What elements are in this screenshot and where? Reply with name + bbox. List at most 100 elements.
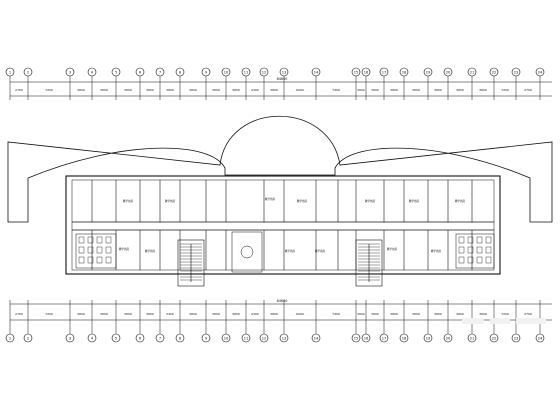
grid-bubble-label: 20	[446, 70, 451, 74]
toilet-fixture	[467, 246, 474, 254]
dimension-value: 6000	[296, 312, 304, 316]
grid-bubble-label: 17	[382, 70, 387, 74]
dimension-value: 3600	[357, 88, 365, 92]
dimension-value: 7200	[45, 88, 53, 92]
room-label: 教学用房	[265, 197, 276, 201]
dimension-value: 3600	[270, 312, 278, 316]
grid-bubble-label: 13	[282, 70, 287, 74]
room-label: 教学用房	[285, 249, 296, 253]
toilet-fixture	[476, 256, 483, 264]
top-dimension-labels: 2700 7200 3600 3600 3600 3600 3600 3600 3600 3600…	[15, 88, 532, 92]
bottom-dimension-labels: 2700 7200 3600 3600 3600 3600 2400 3600 3600 3600…	[15, 312, 532, 316]
grid-bubble-label: 14	[314, 336, 319, 340]
toilet-fixture	[96, 256, 103, 264]
dimension-value: 3600	[189, 88, 197, 92]
grid-bubble	[351, 333, 361, 343]
grid-bubble	[259, 333, 269, 343]
grid-bubble-label: 9	[205, 336, 208, 340]
dimension-value: 3600	[100, 88, 108, 92]
grid-bubble-label: 13	[282, 336, 287, 340]
top-total-dimension: 84600	[277, 77, 288, 81]
toilet-fixture	[458, 246, 465, 254]
room-label: 教学用房	[297, 199, 308, 203]
dimension-value: 3600	[212, 88, 220, 92]
dimension-value: 3600	[124, 312, 132, 316]
dimension-value: 6000	[296, 88, 304, 92]
toilet-fixture	[485, 256, 492, 264]
grid-bubble-label: 4	[91, 336, 94, 340]
grid-bubble	[379, 67, 389, 77]
grid-bubble-label: 4	[91, 70, 94, 74]
dimension-value: 2400	[251, 312, 259, 316]
grid-bubble	[241, 67, 251, 77]
grid-bubble	[135, 333, 145, 343]
grid-bubble	[175, 333, 185, 343]
grid-bubble-label: 24	[538, 70, 543, 74]
room-labels: 教学用房教学用房教学用房教学用房教学用房教学用房教学用房教学用房教学用房教学用房…	[119, 197, 466, 253]
grid-bubble	[489, 333, 499, 343]
dimension-value: 2700	[15, 88, 23, 92]
building-body	[65, 175, 501, 275]
grid-bubble-label: 9	[205, 70, 208, 74]
roof-outline	[7, 115, 553, 223]
grid-bubble	[399, 67, 409, 77]
grid-bubble-label: 5	[115, 336, 117, 340]
grid-bubble-label: 6	[139, 70, 142, 74]
room-label: 教学用房	[455, 199, 466, 203]
grid-bubble	[511, 67, 521, 77]
grid-bubble-label: 1	[9, 336, 11, 340]
grid-bubble	[535, 333, 545, 343]
grid-bubble	[155, 67, 165, 77]
dimension-value: 3600	[232, 312, 240, 316]
grid-bubble	[311, 333, 321, 343]
grid-bubble-label: 19	[426, 70, 431, 74]
toilet-fixture	[105, 246, 112, 254]
room-label: 教学用房	[145, 249, 156, 253]
grid-bubble	[489, 67, 499, 77]
bottom-dimension-chain	[10, 303, 552, 321]
toilet-fixture	[87, 256, 94, 264]
grid-bubble-label: 12	[262, 336, 267, 340]
grid-bubble	[467, 333, 477, 343]
toilet-fixture	[105, 256, 112, 264]
central-hall	[231, 231, 263, 273]
dimension-value: 3600	[479, 312, 487, 316]
room-label: 教学用房	[165, 199, 176, 203]
grid-bubble	[201, 333, 211, 343]
grid-bubble-label: 7	[159, 70, 161, 74]
grid-bubble-label: 15	[354, 336, 359, 340]
dimension-value: 3600	[456, 88, 464, 92]
grid-bubble	[311, 67, 321, 77]
grid-bubble-label: 2	[27, 70, 29, 74]
dimension-value: 3600	[100, 312, 108, 316]
toilet-fixture	[96, 246, 103, 254]
grid-bubble-label: 3	[69, 336, 71, 340]
grid-bubble-label: 16	[364, 70, 369, 74]
dimension-value: 7400	[332, 312, 340, 316]
grid-bubble-label: 8	[179, 336, 182, 340]
dimension-value: 3600	[412, 312, 420, 316]
dimension-value: 2700	[15, 312, 23, 316]
dimension-value: 3600	[434, 312, 442, 316]
grid-bubble-label: 11	[244, 70, 249, 74]
dimension-value: 3600	[77, 312, 85, 316]
grid-bubble-label: 11	[244, 336, 249, 340]
dimension-value: 3600	[189, 312, 197, 316]
grid-bubble	[423, 67, 433, 77]
room-label: 教学用房	[431, 249, 442, 253]
dimension-value: 3600	[270, 88, 278, 92]
dimension-value: 3600	[124, 88, 132, 92]
grid-bubble	[361, 67, 371, 77]
grid-bubble	[221, 333, 231, 343]
dimension-value: 3600	[434, 88, 442, 92]
dimension-value: 7200	[501, 312, 509, 316]
dimension-value: 7400	[332, 88, 340, 92]
grid-bubble-label: 2	[27, 336, 29, 340]
grid-bubble-label: 5	[115, 70, 117, 74]
grid-bubble	[467, 67, 477, 77]
toilet-fixture	[87, 236, 94, 244]
grid-bubble	[65, 67, 75, 77]
grid-bubble	[23, 333, 33, 343]
grid-bubble-label: 8	[179, 70, 182, 74]
